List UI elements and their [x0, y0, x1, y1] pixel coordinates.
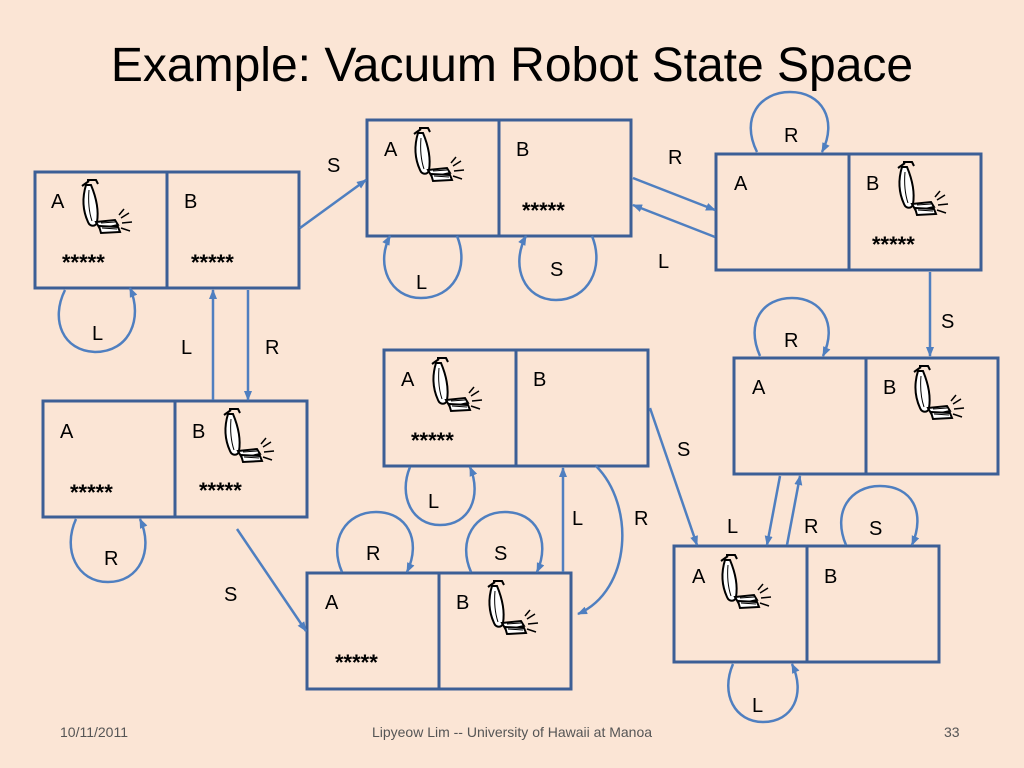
vacuum-cleaner-icon	[719, 553, 773, 610]
self-loop-suck	[840, 484, 920, 546]
action-label-suck: S	[550, 259, 563, 281]
dirt-stars-a: *****	[335, 650, 378, 675]
vacuum-cleaner-icon	[896, 160, 950, 217]
arrow-right	[785, 475, 803, 546]
action-label-right: R	[804, 516, 818, 538]
self-loop-left	[382, 235, 463, 300]
state-robot-b-clean: A B	[732, 356, 1000, 476]
state-robot-b-dirt-both: A B ***** *****	[41, 399, 309, 519]
room-b-cell	[437, 571, 573, 691]
footer-date: 10/11/2011	[60, 724, 128, 740]
room-a-label: A	[51, 191, 65, 213]
vacuum-cleaner-icon	[222, 407, 276, 464]
dirt-stars-a: *****	[62, 250, 105, 275]
self-loop-right	[753, 296, 831, 357]
room-a-label: A	[734, 173, 748, 195]
self-loop-left	[404, 466, 478, 527]
vacuum-cleaner-icon	[912, 364, 966, 421]
room-b-cell	[173, 399, 309, 519]
arrow-suck	[299, 178, 367, 230]
self-loop-right	[749, 90, 830, 153]
room-b-cell	[497, 118, 633, 238]
room-a-cell	[732, 356, 868, 476]
room-b-label: B	[866, 173, 879, 195]
self-loop-right	[336, 510, 415, 573]
self-loop-left	[57, 287, 138, 354]
action-label-suck: S	[494, 543, 507, 565]
action-label-left: L	[181, 337, 192, 359]
self-loop-suck	[518, 235, 598, 302]
self-loop-left	[727, 663, 800, 724]
action-label-left: L	[727, 516, 738, 538]
state-robot-a-dirt-b: A B *****	[365, 118, 633, 238]
vacuum-cleaner-icon	[486, 579, 540, 636]
state-robot-b-dirt-a: A B *****	[305, 571, 573, 691]
action-label-left: L	[658, 251, 669, 273]
room-b-label: B	[516, 139, 529, 161]
room-b-label: B	[192, 421, 205, 443]
action-label-right: R	[265, 337, 279, 359]
dirt-stars-b: *****	[522, 198, 565, 223]
room-a-label: A	[325, 592, 339, 614]
action-label-left: L	[752, 695, 763, 717]
state-robot-a-clean: A B	[672, 544, 941, 664]
dirt-stars-b: *****	[872, 232, 915, 257]
room-b-label: B	[533, 369, 546, 391]
room-a-label: A	[692, 566, 706, 588]
self-loop-suck	[465, 510, 545, 573]
vacuum-cleaner-icon	[412, 126, 466, 183]
room-b-cell	[847, 152, 983, 272]
state-robot-a-dirt-both: A B ***** *****	[33, 170, 301, 290]
room-b-cell	[514, 348, 650, 468]
action-label-right: R	[366, 543, 380, 565]
action-label-right: R	[104, 548, 118, 570]
state-robot-b-dirt-b: A B *****	[714, 152, 983, 272]
action-label-left: L	[572, 508, 583, 530]
action-label-left: L	[416, 272, 427, 294]
dirt-stars-b: *****	[191, 250, 234, 275]
footer-author: Lipyeow Lim -- University of Hawaii at M…	[371, 724, 653, 740]
room-a-label: A	[60, 421, 74, 443]
action-label-left: L	[92, 323, 103, 345]
action-label-right: R	[784, 330, 798, 352]
room-a-label: A	[384, 139, 398, 161]
arrow-right	[577, 465, 624, 616]
arrow-left	[632, 203, 716, 239]
self-loop-right	[69, 518, 148, 584]
vacuum-cleaner-icon	[430, 356, 484, 413]
dirt-stars-b: *****	[199, 478, 242, 503]
action-label-suck: S	[224, 584, 237, 606]
action-label-suck: S	[327, 155, 340, 177]
room-a-cell	[714, 152, 851, 272]
room-b-cell	[805, 544, 941, 664]
vacuum-cleaner-icon	[80, 178, 134, 235]
dirt-stars-a: *****	[411, 428, 454, 453]
action-label-right: R	[634, 508, 648, 530]
room-b-label: B	[883, 377, 896, 399]
arrow-suck	[235, 528, 308, 632]
arrow-suck	[648, 407, 699, 546]
action-label-left: L	[428, 491, 439, 513]
footer-page-number: 33	[944, 724, 960, 740]
state-robot-a-dirt-a: A B *****	[382, 348, 650, 468]
room-a-label: A	[752, 377, 766, 399]
arrow-right	[632, 176, 716, 212]
slide-title: Example: Vacuum Robot State Space	[110, 39, 914, 92]
dirt-stars-a: *****	[70, 480, 113, 505]
action-label-suck: S	[941, 311, 954, 333]
action-label-right: R	[784, 125, 798, 147]
room-b-label: B	[456, 592, 469, 614]
room-b-cell	[165, 170, 301, 290]
room-b-label: B	[824, 566, 837, 588]
action-label-suck: S	[869, 518, 882, 540]
room-a-label: A	[401, 369, 415, 391]
room-b-cell	[864, 356, 1000, 476]
action-label-right: R	[668, 147, 682, 169]
action-label-suck: S	[677, 439, 690, 461]
room-b-label: B	[184, 191, 197, 213]
arrow-left	[764, 475, 782, 546]
